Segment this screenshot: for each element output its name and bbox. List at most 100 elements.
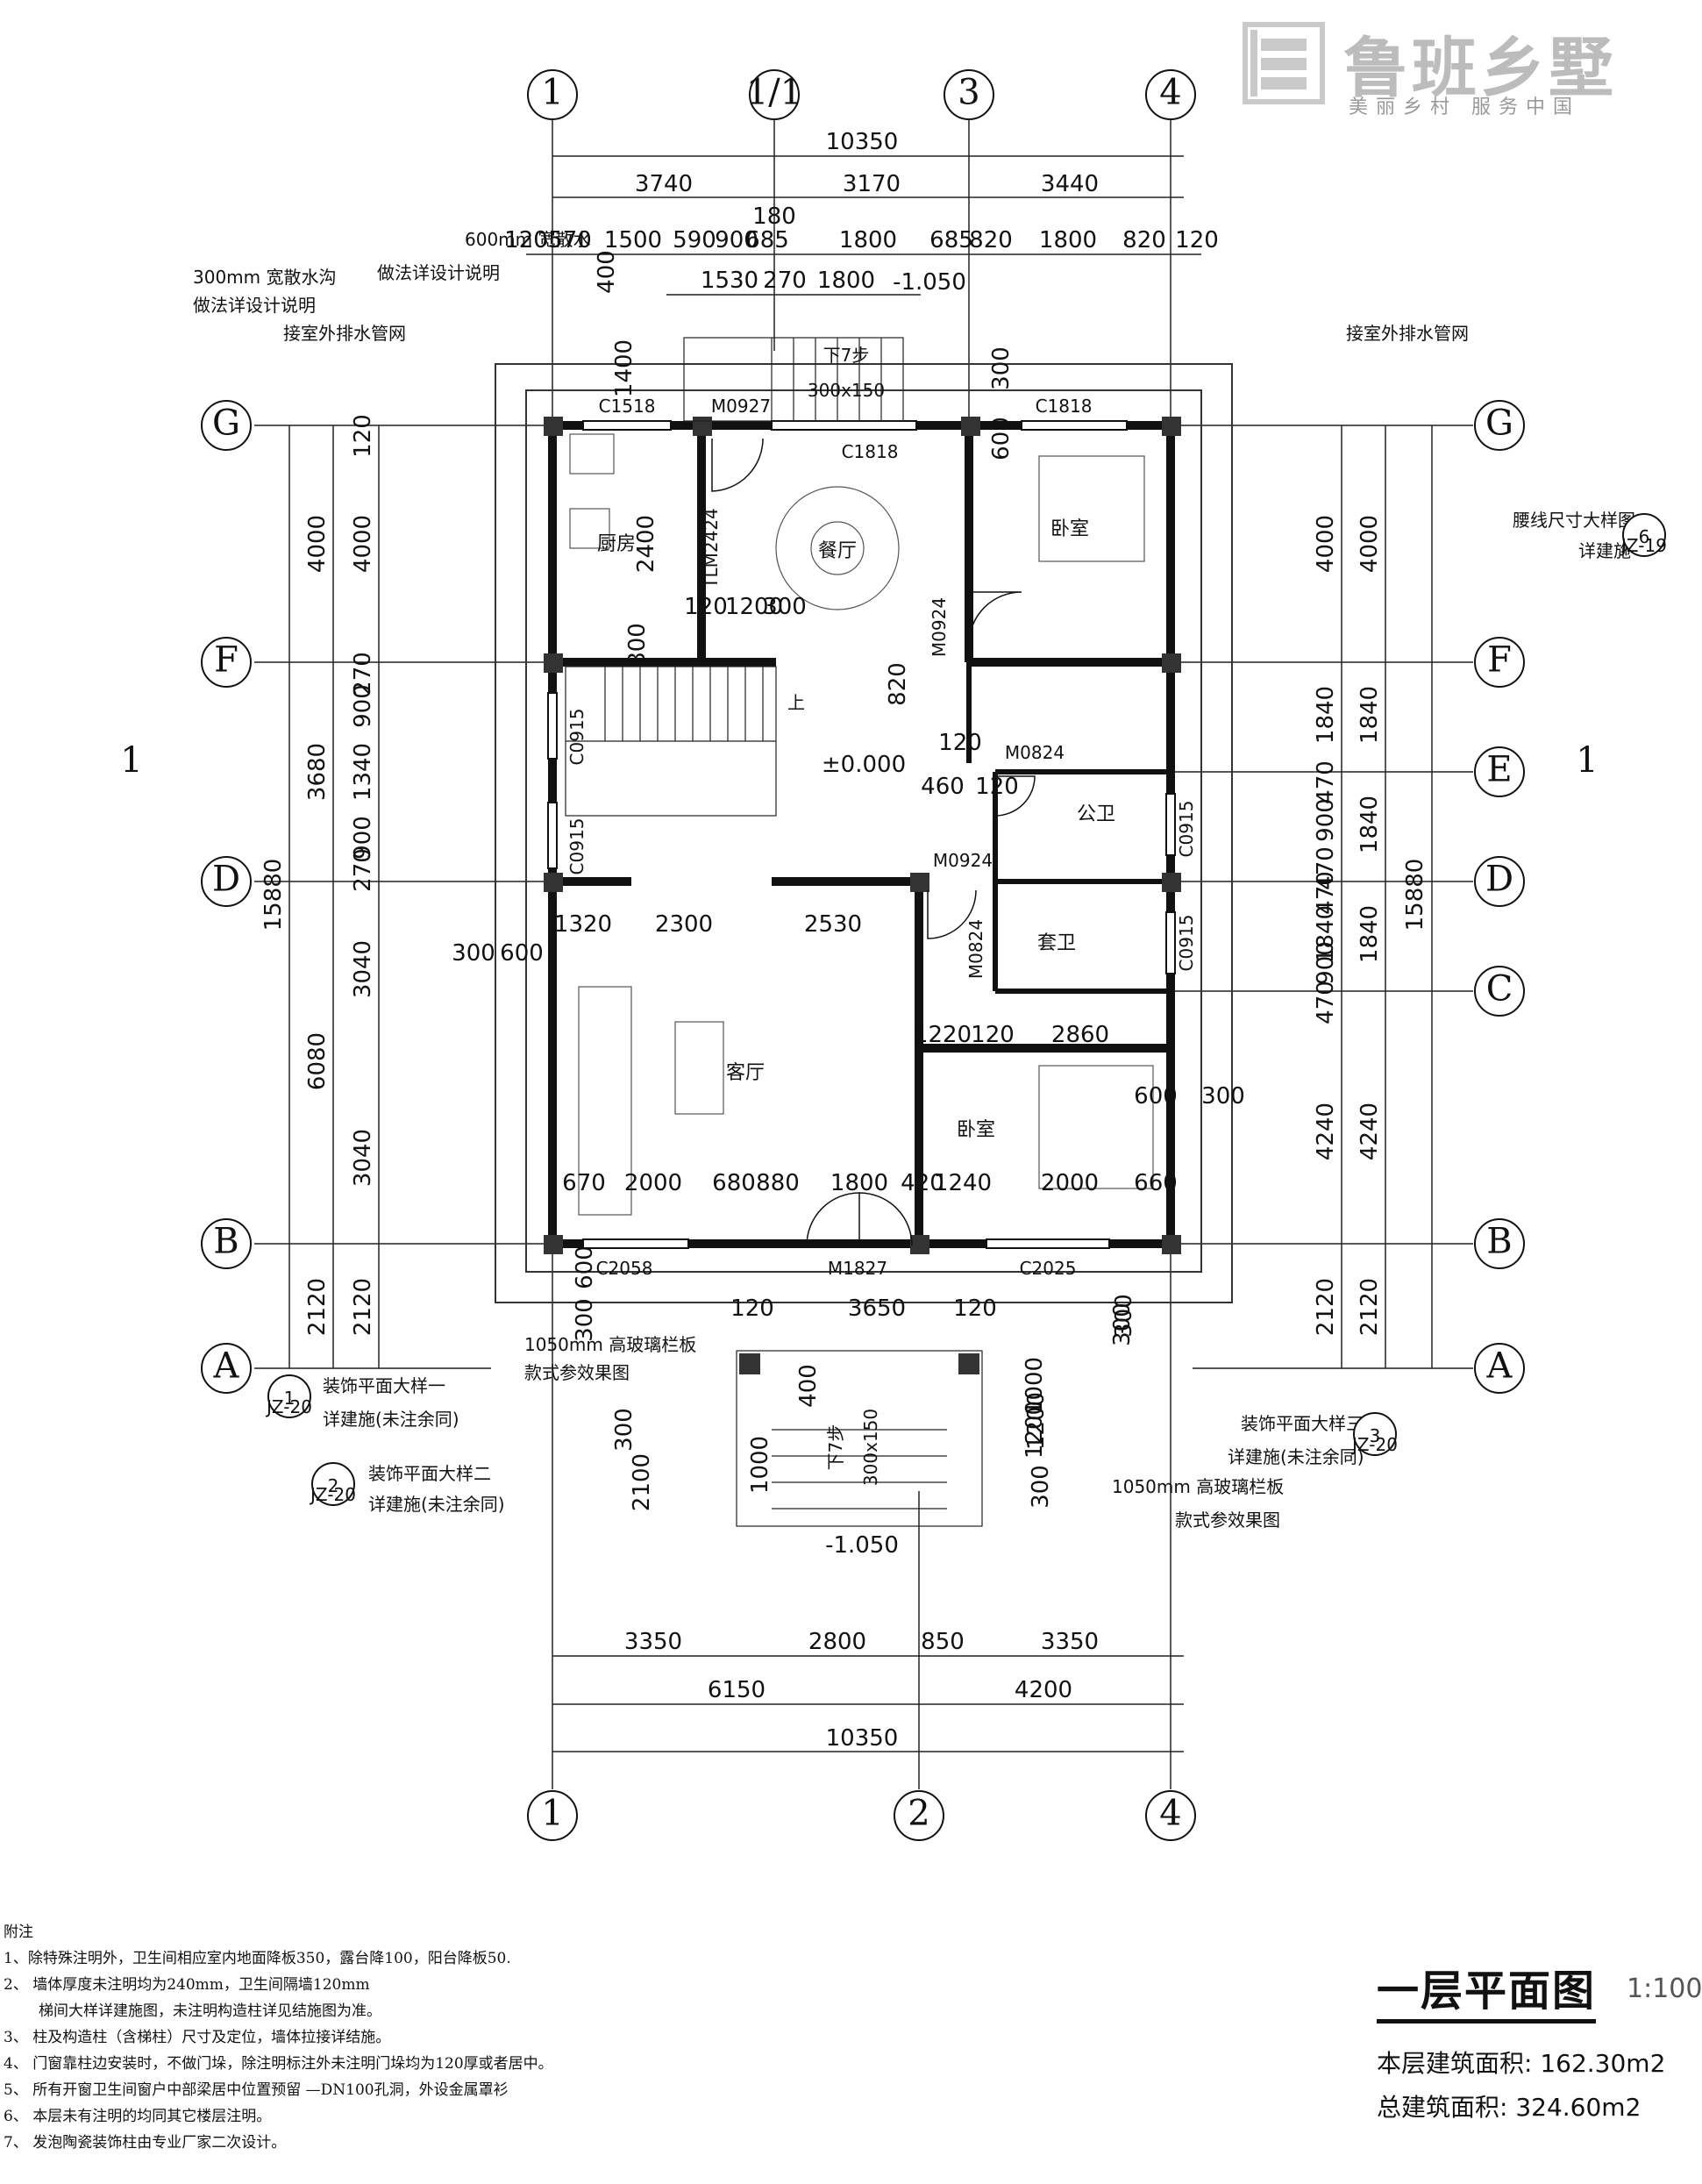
dim-right-inner2-0: 4000 [1313,515,1339,573]
axis-bubble-bottom-1-label: 2 [908,1794,929,1834]
dim-right-inner-1: 1840 [1357,686,1383,744]
dim-left-inner-5: 900 [350,816,376,860]
dim-misc-9: 820 [885,662,911,706]
dim-top-seg-2: 3440 [1041,171,1099,197]
dim-misc-6: 120 [684,594,728,620]
dim-top-stair-0: 1530 [701,268,758,294]
dim-bottom-total: 10350 [826,1725,899,1752]
dim-bottom-mid-0: 6150 [708,1677,766,1703]
stair-label-2: 上 [787,692,805,713]
dim-right-inner-3: 1840 [1357,905,1383,963]
dim-misc-41: 1200 [1023,1392,1050,1450]
dim-right-inner2-1: 1840 [1313,686,1339,744]
callout-ditch-300: 300mm 宽散水沟 [193,267,337,288]
callout-rail-left: 1050mm 高玻璃栏板 [524,1334,696,1355]
callout-detail-2: 装饰平面大样二 [368,1463,491,1484]
detail-sheet-3: JZ-20 [1350,1434,1398,1455]
dimension-lines [254,116,1473,1789]
dim-top-stair-1: 270 [763,268,807,294]
axis-bubble-top-0-label: 1 [541,73,563,113]
drawing-title: 一层平面图 [1377,1956,1597,2023]
callout-detail-1-ref: 详建施(未注余同) [323,1409,459,1430]
dim-misc-4: 2400 [633,515,659,573]
dim-top-seg-1: 3170 [843,171,901,197]
dim-right-inner2-10: 2120 [1313,1278,1339,1336]
axis-bubble-left-0 [201,400,252,451]
detail-bubble-3 [1353,1412,1397,1456]
partition-walls [966,662,1171,994]
callout-ditch-300-note: 做法详设计说明 [193,295,316,316]
opening-c0915-10: C0915 [1176,801,1197,858]
axis-bubble-right-4-label: C [1486,969,1513,1010]
dim-left-inner-4: 1340 [350,743,376,801]
axis-bubble-top-0 [527,69,578,120]
axis-bubble-right-3-label: D [1485,860,1513,900]
note-3: 3、 柱及构造柱（含梯柱）尺寸及定位，墙体拉接详结施。 [4,2029,391,2046]
dim-misc-37: 300 [1109,1303,1136,1346]
callout-detail-1: 装饰平面大样一 [323,1375,445,1396]
callout-pipe-right: 接室外排水管网 [1346,323,1469,344]
stair-label-1: 300x150 [808,380,885,401]
dim-left-mid-1: 3680 [304,743,331,801]
total-area: 总建筑面积: 324.60m2 [1377,2093,1641,2122]
dim-right-inner2-8: 470 [1313,871,1339,915]
section-mark-right: 1 [1576,740,1598,781]
opening-m1827-14: M1827 [828,1258,887,1279]
room-label-3: 公卫 [1077,803,1115,825]
dim-left-inner-3: 900 [350,684,376,728]
detail-sheet-2: JZ-20 [309,1484,356,1505]
dim-misc-1: 1400 [611,339,637,397]
opening-m0824-8: M0824 [1005,742,1065,763]
columns [544,417,1181,1374]
dim-right-inner2-2: 470 [1313,760,1339,804]
note-1: 1、除特殊注明外，卫生间相应室内地面降板350，露台降100，阳台降板50. [4,1950,511,1967]
detail-sheet-1: JZ-20 [265,1396,312,1417]
dim-misc-18: 1220 [914,1022,972,1048]
dim-top-total: 10350 [826,129,899,155]
dim-misc-5: 800 [624,623,651,667]
room-label-4: 套卫 [1037,932,1076,954]
dim-bottom-mid-1: 4200 [1015,1677,1072,1703]
dim-top-detail-6: 1800 [839,227,897,253]
dim-right-inner-5: 2120 [1357,1278,1383,1336]
axis-bubble-left-1 [201,637,252,688]
dim-misc-3: 600 [988,417,1015,460]
dim-left-inner-7: 3040 [350,940,376,998]
axis-bubble-left-1-label: F [214,640,239,681]
ban-seal-logo [1243,22,1325,104]
opening-c1818-3: C1818 [1036,396,1093,417]
dim-right-inner2-6: 470 [1313,981,1339,1024]
opening-c1518-0: C1518 [599,396,656,417]
floor-area: 本层建筑面积: 162.30m2 [1377,2049,1666,2078]
dim-left-total: 15880 [260,859,287,931]
dim-top-detail-4: 900 [715,227,758,253]
axis-bubble-right-6 [1474,1343,1525,1394]
room-label-2: 卧室 [1050,518,1089,540]
axis-bubble-bottom-2-label: 4 [1159,1794,1181,1834]
axis-bubble-right-2-label: E [1486,750,1512,790]
opening-m0927-1: M0927 [711,396,771,417]
axis-bubble-left-4 [201,1343,252,1394]
dim-misc-19: 120 [971,1022,1015,1048]
room-label-1: 餐厅 [818,540,857,562]
dim-misc-0: 400 [594,250,620,294]
stair-label-4: 300x150 [860,1409,881,1486]
dim-misc-45: 1200 [1022,1401,1048,1459]
dim-bottom-seg-2: 850 [921,1629,965,1655]
axis-bubble-right-0-label: G [1485,403,1513,444]
axis-bubble-left-0-label: G [212,403,240,444]
stairs [565,337,983,1527]
elevation-ground: ±0.000 [822,752,906,778]
axis-bubble-right-0 [1474,400,1525,451]
room-label-6: 卧室 [957,1119,995,1141]
axis-bubble-right-2 [1474,746,1525,797]
dim-top-detail-9: 1800 [1039,227,1097,253]
room-label-0: 厨房 [597,533,636,555]
axis-bubble-bottom-1 [894,1790,944,1841]
callout-rail-left-note: 款式参效果图 [524,1362,630,1383]
detail-bubble-6 [1622,513,1666,557]
callout-waistline-ref: 详建施 [1578,540,1631,561]
dim-top-detail-3: 590 [673,227,716,253]
